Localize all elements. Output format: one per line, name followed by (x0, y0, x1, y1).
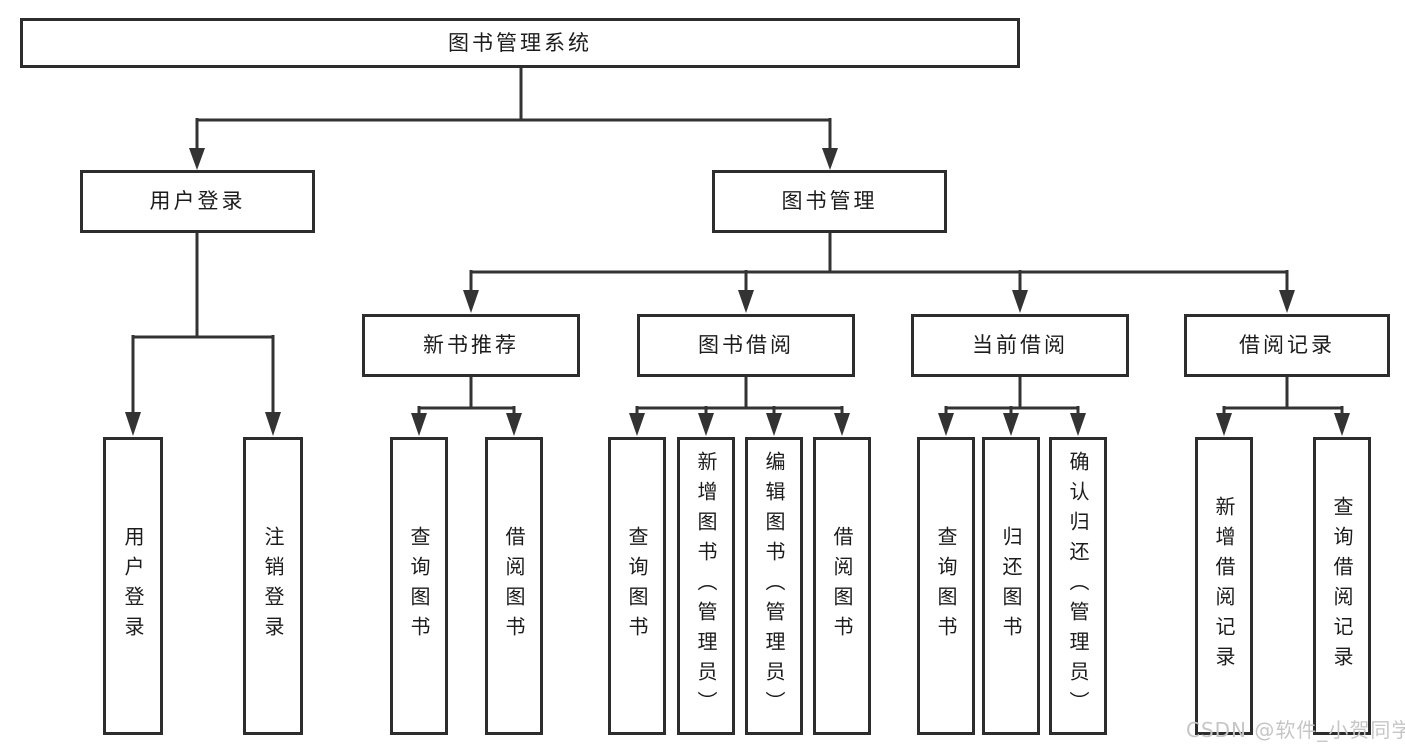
leaf-cb-confirm-return-admin: 确认归还（管理员） (1049, 437, 1107, 735)
node-new-book-recommend: 新书推荐 (362, 314, 580, 377)
leaf-nbr-borrow-book: 借阅图书 (485, 437, 543, 735)
node-book-management: 图书管理 (712, 170, 947, 233)
node-borrow-record: 借阅记录 (1184, 314, 1390, 377)
leaf-bb-borrow-book: 借阅图书 (813, 437, 871, 735)
watermark: CSDN @软件_小贺同学 (1186, 718, 1405, 742)
leaf-nbr-query-book: 查询图书 (390, 437, 448, 735)
leaf-br-add-record: 新增借阅记录 (1195, 437, 1253, 735)
node-current-borrow: 当前借阅 (911, 314, 1129, 377)
leaf-logout: 注销登录 (243, 437, 303, 735)
node-root: 图书管理系统 (20, 18, 1020, 68)
leaf-bb-add-book-admin: 新增图书（管理员） (677, 437, 735, 735)
node-user-login: 用户登录 (80, 170, 315, 233)
leaf-bb-query-book: 查询图书 (608, 437, 666, 735)
leaf-bb-edit-book-admin: 编辑图书（管理员） (745, 437, 803, 735)
leaf-br-query-record: 查询借阅记录 (1313, 437, 1371, 735)
leaf-cb-return-book: 归还图书 (982, 437, 1040, 735)
leaf-cb-query-book: 查询图书 (917, 437, 975, 735)
leaf-user-login: 用户登录 (103, 437, 163, 735)
node-book-borrow: 图书借阅 (637, 314, 855, 377)
